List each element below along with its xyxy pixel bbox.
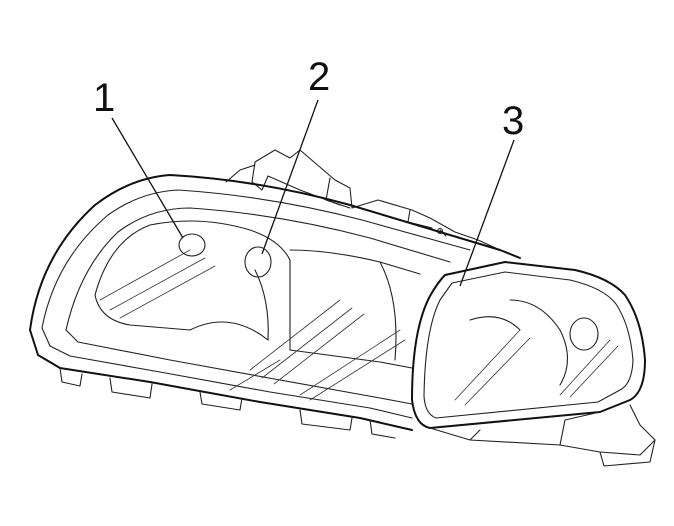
callout-2: 2 <box>308 55 330 99</box>
leader-line-3 <box>459 139 515 287</box>
leader-line-1 <box>111 117 184 239</box>
indicator-lamp <box>411 261 656 467</box>
main-lens-frame <box>29 174 521 439</box>
reflector-interior <box>94 220 421 401</box>
leader-line-2 <box>261 99 319 255</box>
callout-1: 1 <box>93 76 115 120</box>
leader-lines <box>111 99 515 287</box>
callout-3: 3 <box>502 99 524 143</box>
